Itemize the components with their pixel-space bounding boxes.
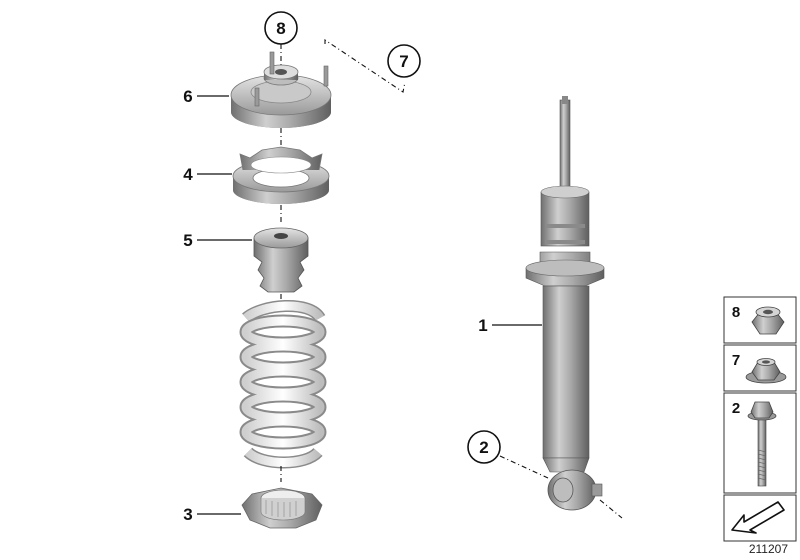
- hex-nut-icon: [751, 306, 785, 335]
- callout-4[interactable]: 4: [183, 165, 193, 184]
- legend-item-7-number: 7: [732, 352, 740, 369]
- callout-7[interactable]: 7: [387, 44, 421, 78]
- callout-2-label: 2: [479, 438, 488, 457]
- legend-item-8-number: 8: [732, 304, 740, 321]
- callout-1[interactable]: 1: [478, 316, 487, 335]
- legend-item-8[interactable]: 8: [723, 296, 797, 344]
- callout-8-label: 8: [276, 19, 285, 38]
- hardware-legend: 8 7 2: [723, 296, 797, 542]
- callout-5[interactable]: 5: [183, 231, 192, 250]
- coil-spring[interactable]: [239, 300, 327, 469]
- legend-item-2-number: 2: [732, 400, 740, 417]
- callout-2[interactable]: 2: [467, 430, 501, 464]
- spring-seat-part-4[interactable]: [232, 146, 330, 204]
- legend-item-2[interactable]: 2: [723, 392, 797, 494]
- callout-3-label: 3: [183, 505, 192, 524]
- callout-4-label: 4: [183, 165, 193, 184]
- callout-8[interactable]: 8: [264, 11, 298, 45]
- bump-stop-part-5[interactable]: [253, 227, 309, 293]
- callout-2-leader-b: [599, 499, 623, 519]
- spring-pad-part-3[interactable]: [241, 487, 323, 529]
- legend-orientation-box[interactable]: [723, 494, 797, 542]
- callout-3[interactable]: 3: [183, 505, 192, 524]
- callout-7-leader: [324, 38, 406, 93]
- top-mount-part-6[interactable]: [230, 51, 332, 128]
- orientation-arrow-icon: [731, 501, 785, 534]
- callout-6[interactable]: 6: [183, 87, 192, 106]
- hex-bolt-icon: [747, 401, 777, 487]
- callout-2-leader-a: [499, 455, 549, 479]
- shock-absorber-part-1[interactable]: [525, 96, 605, 511]
- diagram-id: 211207: [749, 542, 788, 556]
- callout-1-label: 1: [478, 316, 487, 335]
- callout-6-label: 6: [183, 87, 192, 106]
- callout-5-label: 5: [183, 231, 192, 250]
- callout-7-label: 7: [399, 52, 408, 71]
- legend-item-7[interactable]: 7: [723, 344, 797, 392]
- flange-nut-icon: [745, 358, 787, 384]
